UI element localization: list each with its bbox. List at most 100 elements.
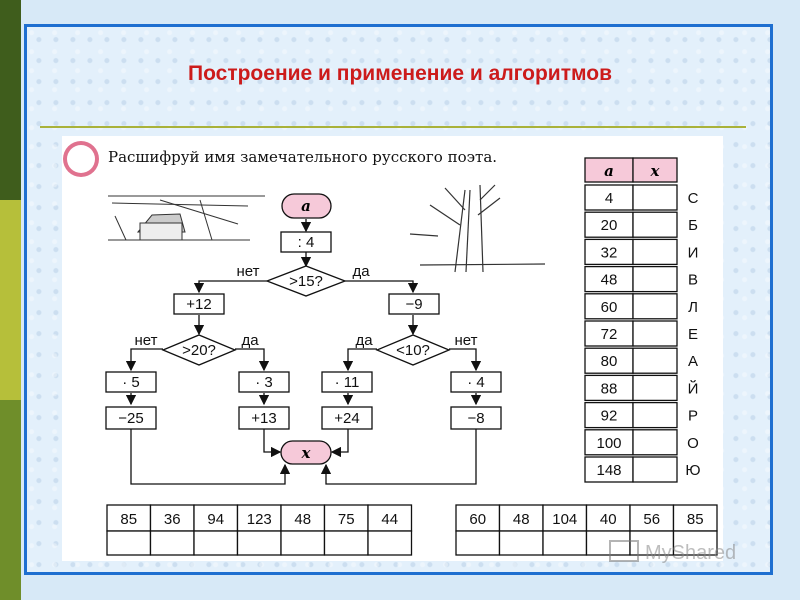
lookup-a-value: 80	[601, 353, 618, 370]
answer-number-cell	[149, 504, 195, 532]
answer-number-cell	[542, 504, 588, 532]
answer-number-cell	[280, 504, 326, 532]
lookup-x-cell	[632, 320, 678, 347]
lookup-a-value: 100	[596, 435, 621, 452]
slide-title: Построение и применение и алгоритмов	[188, 62, 612, 85]
lookup-letter: Й	[688, 379, 699, 397]
answer-blank-cell[interactable]	[585, 530, 631, 556]
lookup-a-value: 72	[601, 326, 618, 343]
process-divide-4-label: : 4	[298, 234, 315, 251]
process-plus-24-label: +24	[334, 410, 359, 427]
decor-strip-middle	[0, 200, 21, 400]
bullet-badge-inner	[67, 145, 95, 173]
lookup-x-cell	[632, 211, 678, 238]
answer-blank-cell[interactable]	[236, 530, 282, 556]
process-times-3-label: · 3	[255, 374, 273, 391]
decision-gt20	[161, 334, 237, 366]
answer-blank-cell[interactable]	[106, 530, 152, 556]
lookup-letter: Е	[688, 326, 698, 343]
lookup-a-cell	[584, 374, 634, 402]
lookup-letter: Р	[688, 408, 698, 425]
decor-strip-top	[0, 0, 21, 200]
answer-number: 36	[164, 511, 181, 528]
answer-blank-cell[interactable]	[193, 530, 239, 556]
decision-lt10-label: <10?	[396, 342, 430, 359]
tree-illustration	[409, 184, 546, 273]
answer-blank-cell[interactable]	[323, 530, 369, 556]
decision-gt20-label: >20?	[182, 342, 216, 359]
lookup-a-cell	[584, 184, 634, 211]
lookup-header-x-cell	[632, 157, 678, 183]
lookup-letter: А	[688, 353, 698, 370]
process-times-4-label: · 4	[467, 374, 485, 391]
answer-number-cell	[455, 504, 501, 532]
lookup-letter: Л	[688, 299, 698, 316]
decision-lt10	[375, 334, 451, 366]
answer-blank-cell[interactable]	[498, 530, 544, 556]
process-plus-13	[238, 406, 290, 430]
process-minus-25	[105, 406, 157, 430]
lookup-a-value: 88	[601, 380, 618, 397]
lookup-a-cell	[584, 456, 634, 483]
answer-number: 104	[552, 511, 577, 528]
process-plus-24	[321, 406, 373, 430]
answer-number: 56	[643, 511, 660, 528]
lookup-letter: Б	[688, 217, 698, 234]
start-terminator	[281, 193, 332, 219]
answer-blank-cell[interactable]	[542, 530, 588, 556]
end-terminator	[280, 440, 332, 465]
lookup-letter: В	[688, 272, 698, 289]
answer-number: 123	[247, 511, 272, 528]
branch-yes-label: да	[355, 332, 373, 349]
process-divide-4	[280, 231, 332, 253]
branch-yes-label: да	[241, 332, 259, 349]
answer-number-cell	[193, 504, 239, 532]
answer-number-cell	[672, 504, 718, 532]
branch-yes-label: да	[352, 263, 370, 280]
process-times-5	[105, 371, 157, 393]
lookup-header-a-cell	[584, 157, 634, 183]
answer-blank-cell[interactable]	[280, 530, 326, 556]
branch-no-label: нет	[237, 263, 260, 280]
answer-number: 94	[207, 511, 224, 528]
lookup-a-value: 20	[601, 217, 618, 234]
lookup-letter: И	[688, 244, 699, 261]
lookup-a-cell	[584, 238, 634, 266]
lookup-a-value: 48	[601, 272, 618, 289]
answer-number: 40	[600, 511, 617, 528]
watermark-icon	[609, 540, 639, 562]
decision-gt15	[265, 265, 347, 297]
answer-blank-cell[interactable]	[149, 530, 195, 556]
house-illustration	[108, 195, 265, 241]
answer-blank-cell[interactable]	[672, 530, 718, 556]
answer-number: 85	[120, 511, 137, 528]
process-minus-25-label: −25	[118, 410, 143, 427]
lookup-a-cell	[584, 429, 634, 456]
lookup-a-value: 60	[601, 299, 618, 316]
process-plus-12	[173, 293, 225, 315]
branch-no-label: нет	[135, 332, 158, 349]
decor-strip-bottom	[0, 400, 21, 600]
lookup-x-cell	[632, 293, 678, 320]
task-text: Расшифруй имя замечательного русского по…	[108, 148, 497, 166]
lookup-a-cell	[584, 320, 634, 347]
lookup-letter: С	[688, 190, 699, 207]
watermark-text: MyShared	[645, 542, 736, 564]
lookup-a-cell	[584, 347, 634, 374]
lookup-letter: О	[687, 435, 699, 452]
lookup-x-cell	[632, 456, 678, 483]
answer-number: 75	[338, 511, 355, 528]
lookup-x-cell	[632, 429, 678, 456]
process-plus-12-label: +12	[186, 296, 211, 313]
process-times-11	[321, 371, 373, 393]
answer-blank-cell[interactable]	[455, 530, 501, 556]
answer-blank-cell[interactable]	[367, 530, 413, 556]
answer-number: 85	[687, 511, 704, 528]
end-label: x	[301, 444, 312, 462]
process-times-4	[450, 371, 502, 393]
start-label: a	[301, 197, 311, 215]
lookup-a-value: 148	[596, 462, 621, 479]
answer-number: 44	[381, 511, 398, 528]
lookup-x-cell	[632, 265, 678, 293]
